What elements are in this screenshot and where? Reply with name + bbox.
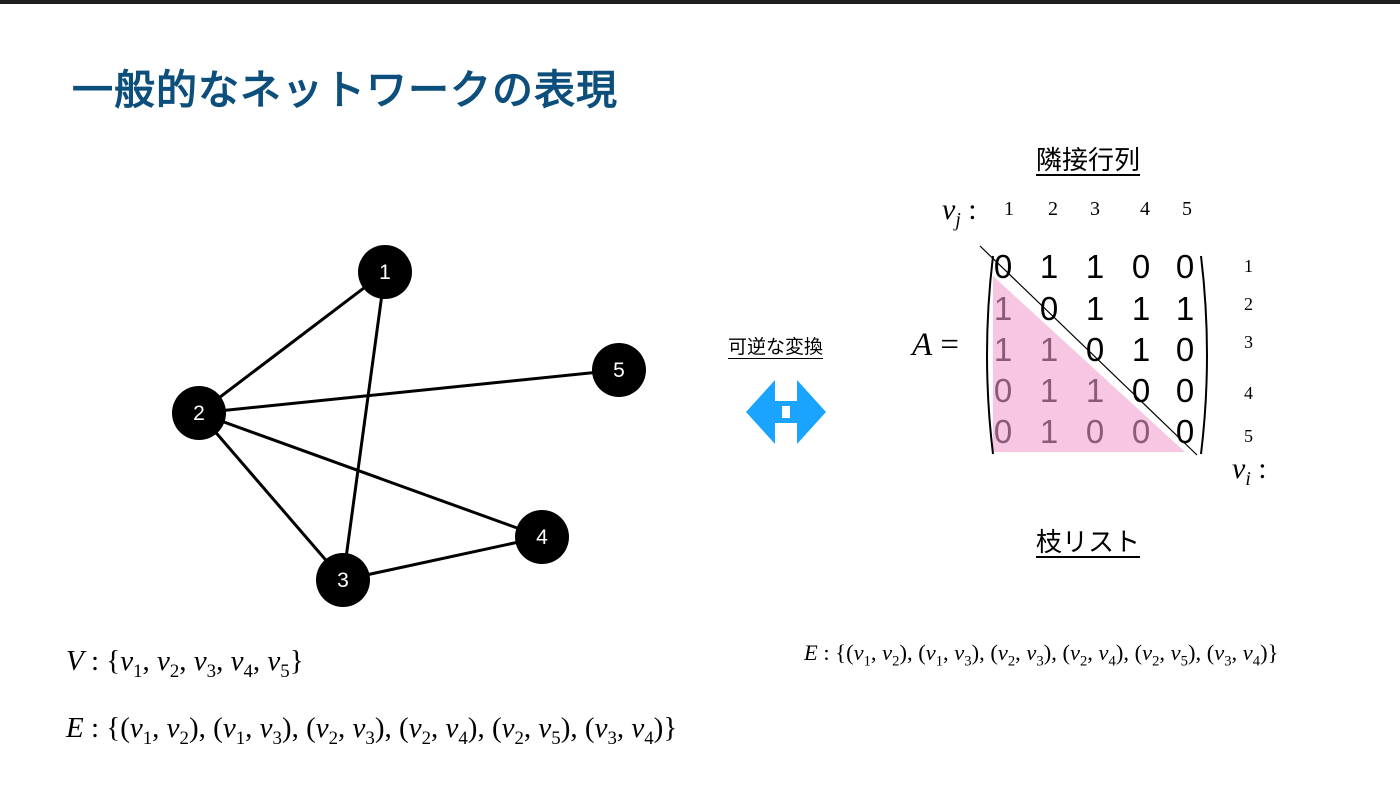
matrix-cell: 0 — [994, 413, 1012, 450]
graph-node-label: 5 — [613, 359, 625, 382]
row-index: 4 — [1244, 383, 1253, 403]
row-index: 2 — [1244, 294, 1253, 314]
matrix-cell: 0 — [1132, 248, 1150, 285]
matrix-cell: 1 — [1086, 372, 1104, 409]
vertex-item: v3 — [193, 645, 217, 682]
graph-edge-2-4 — [198, 411, 543, 539]
edge-item: (v1, v2) — [846, 640, 907, 670]
matrix-cell: 1 — [1176, 290, 1194, 327]
graph-edge-2-3 — [197, 412, 345, 581]
vertex-set-symbol: V — [66, 645, 84, 677]
matrix-cell: 0 — [1040, 290, 1058, 327]
edge-set-symbol: E — [66, 712, 84, 744]
column-index: 3 — [1090, 198, 1100, 220]
matrix-cell: 1 — [994, 331, 1012, 368]
graph-node-2: 2 — [172, 386, 226, 440]
matrix-cell: 1 — [1132, 290, 1150, 327]
network-graph: 1 2 3 4 5 — [172, 245, 646, 607]
graph-node-label: 2 — [193, 402, 205, 425]
matrix-cell: 1 — [994, 290, 1012, 327]
edge-list-heading: 枝リスト — [1036, 528, 1141, 558]
edge-set: E : {(v1, v2), (v1, v3), (v2, v3), (v2, … — [66, 712, 678, 749]
slide-title: 一般的なネットワークの表現 — [72, 66, 618, 114]
matrix-cell: 0 — [1176, 248, 1194, 285]
vertex-set-colon: : — [90, 645, 100, 677]
graph-node-3: 3 — [316, 553, 370, 607]
graph-node-label: 4 — [536, 526, 548, 549]
matrix-cell: 0 — [1132, 413, 1150, 450]
edge-item: (v2, v4) — [1062, 640, 1124, 670]
edge-item: (v1, v3) — [918, 640, 980, 670]
matrix-cell: 0 — [1176, 331, 1194, 368]
column-axis-label: vj : — [942, 193, 977, 231]
top-border — [0, 0, 1400, 4]
matrix-cell: 1 — [1086, 290, 1104, 327]
vertex-set-close: } — [289, 645, 304, 677]
edge-item: (v2, v5) — [1134, 640, 1196, 670]
matrix-equation: A = — [912, 327, 959, 364]
graph-node-circle — [515, 510, 569, 564]
graph-edge-1-2 — [198, 270, 386, 415]
edge-set-close: } — [663, 712, 678, 744]
matrix-cell: 0 — [1086, 413, 1104, 450]
row-axis-label: vi : — [1232, 452, 1267, 490]
graph-node-circle — [172, 386, 226, 440]
matrix-cell: 0 — [1176, 372, 1194, 409]
edge-item: (v1, v2) — [120, 712, 199, 749]
adjacency-matrix-heading: 隣接行列 — [1036, 146, 1141, 176]
edge-item: (v2, v3) — [306, 712, 385, 749]
vertex-item: v5 — [267, 645, 290, 682]
edge-item: (v1, v3) — [213, 712, 292, 749]
column-index: 4 — [1140, 198, 1150, 220]
row-index: 3 — [1244, 332, 1253, 352]
graph-node-circle — [592, 343, 646, 397]
matrix-cell: 0 — [994, 248, 1012, 285]
column-index: 1 — [1004, 198, 1014, 220]
matrix-cell: 1 — [1040, 331, 1058, 368]
edge-item: (v2, v4) — [399, 712, 478, 749]
edge-set-open: { — [106, 712, 121, 744]
edge-item: (v3, v4) — [584, 712, 664, 749]
matrix-cell: 0 — [994, 372, 1012, 409]
graph-edge-1-3 — [341, 271, 387, 581]
matrix-cell: 0 — [1176, 413, 1194, 450]
column-index: 5 — [1182, 198, 1192, 220]
matrix-cell: 1 — [1132, 331, 1150, 368]
column-index: 2 — [1048, 198, 1058, 220]
transform-label: 可逆な変換 — [728, 336, 824, 358]
graph-node-circle — [316, 553, 370, 607]
vertex-item: v2 — [157, 645, 180, 682]
equals-sign: = — [940, 327, 960, 363]
row-index: 5 — [1244, 426, 1253, 446]
edge-item: (v2, v3) — [990, 640, 1052, 670]
graph-node-4: 4 — [515, 510, 569, 564]
graph-edge-2-5 — [198, 368, 620, 415]
vertex-set-open: { — [106, 645, 121, 677]
edge-item: (v2, v5) — [491, 712, 571, 749]
matrix-cell: 0 — [1086, 331, 1104, 368]
vertex-set: V : {v1, v2, v3, v4, v5} — [66, 645, 304, 682]
graph-node-label: 3 — [337, 569, 349, 592]
matrix-cell: 1 — [1040, 248, 1058, 285]
edge-set-colon: : — [90, 712, 100, 744]
graph-node-1: 1 — [358, 245, 412, 299]
matrix-symbol: A — [912, 327, 933, 363]
double-arrow-icon — [746, 380, 826, 444]
graph-node-label: 1 — [379, 261, 391, 284]
vertex-item: v1 — [120, 645, 143, 682]
matrix-cell: 1 — [1040, 372, 1058, 409]
edge-list-set: E : {(v1, v2), (v1, v3), (v2, v3), (v2, … — [804, 640, 1279, 670]
matrix-cell: 1 — [1040, 413, 1058, 450]
matrix-cell: 0 — [1132, 372, 1150, 409]
edge-item: (v3, v4) — [1206, 640, 1268, 670]
row-index: 1 — [1244, 256, 1253, 276]
graph-node-5: 5 — [592, 343, 646, 397]
graph-edge-3-4 — [342, 535, 543, 582]
graph-node-circle — [358, 245, 412, 299]
vertex-item: v4 — [230, 645, 253, 682]
matrix-cell: 1 — [1086, 248, 1104, 285]
